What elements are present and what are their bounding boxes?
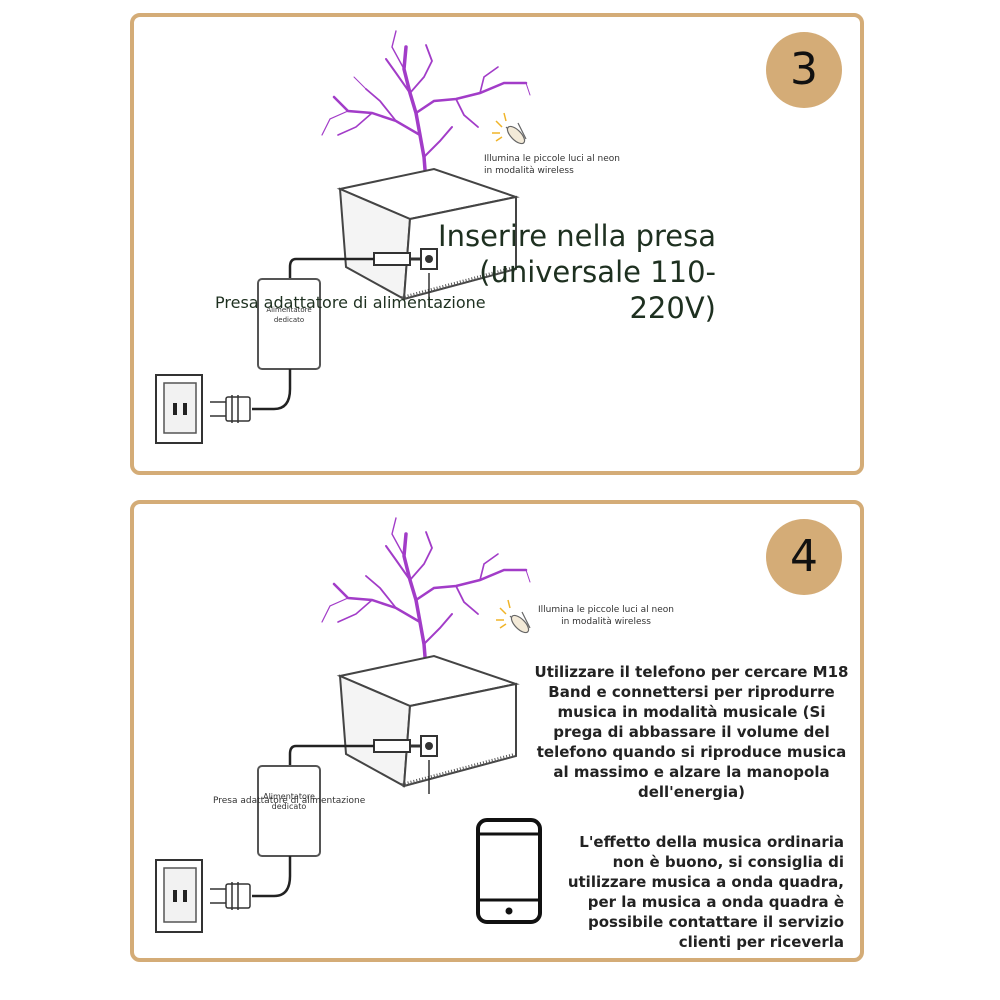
- plasma-arcs: [321, 517, 531, 671]
- neon-bulb-icon: [496, 599, 531, 634]
- neon-tip-label: Illumina le piccole luci al neon in moda…: [538, 605, 674, 627]
- step-4-panel: 4 Illumina le piccole luci al neon in mo…: [130, 500, 864, 962]
- step-3-panel: 3 Illumina le piccole luci al neon in mo…: [130, 13, 864, 475]
- step-number-badge: 3: [766, 32, 842, 108]
- step-4-illustration: [155, 517, 542, 933]
- port-label: Presa adattatore di alimentazione: [213, 796, 366, 806]
- square-wave-note: L'effetto della musica ordinaria non è b…: [567, 833, 844, 951]
- music-mode-instruction: Utilizzare il telefono per cercare M18 B…: [534, 663, 849, 801]
- coil-box: [336, 167, 520, 301]
- adapter-label: Alimentatore dedicato: [266, 306, 312, 324]
- smartphone-icon: [476, 818, 542, 924]
- neon-bulb-icon: [492, 112, 527, 145]
- adapter-label: Alimentatore dedicato: [263, 792, 315, 811]
- wall-outlet-icon: [155, 859, 203, 933]
- step-3-title: Inserire nella presa (universale 110-220…: [438, 219, 716, 325]
- step-3-illustration: [155, 30, 531, 444]
- plug-icon: [210, 395, 251, 423]
- dc-connector: [373, 739, 411, 753]
- port-label: Presa adattatore di alimentazione: [215, 293, 486, 312]
- plasma-arcs: [321, 30, 531, 184]
- wall-outlet-icon: [155, 374, 203, 444]
- neon-tip-label: Illumina le piccole luci al neon in moda…: [484, 154, 620, 176]
- plug-icon: [210, 882, 251, 910]
- step-number-badge: 4: [766, 519, 842, 595]
- coil-box: [336, 654, 520, 788]
